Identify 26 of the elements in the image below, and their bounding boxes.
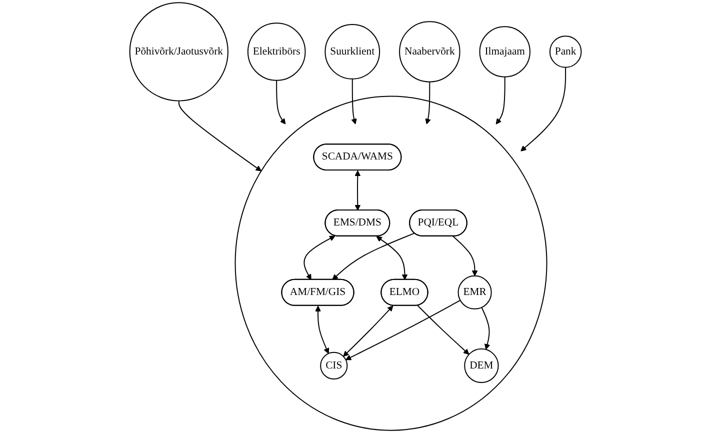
cluster bbox=[234, 96, 548, 431]
node-circle: DEM bbox=[464, 348, 499, 384]
arrow bbox=[417, 304, 470, 355]
node-circle: Elektribörs bbox=[247, 22, 306, 81]
node-circle: Põhivõrk/Jaotusvõrk bbox=[129, 2, 228, 102]
arrow bbox=[520, 66, 566, 152]
arrow bbox=[332, 232, 415, 280]
arrow bbox=[304, 236, 336, 280]
node-circle: EMR bbox=[458, 275, 492, 310]
arrow bbox=[178, 100, 262, 172]
arrow bbox=[276, 80, 286, 124]
arrow bbox=[343, 306, 394, 357]
arrow bbox=[376, 236, 408, 280]
node-circle: Ilmajaam bbox=[479, 26, 530, 78]
node-circle: CIS bbox=[320, 352, 348, 380]
node-circle: Suurklient bbox=[324, 24, 380, 80]
arrow bbox=[496, 76, 506, 124]
node-circle: Pank bbox=[549, 36, 582, 68]
arrow bbox=[346, 300, 461, 360]
node-circle: Naabervõrk bbox=[399, 21, 460, 82]
arrow bbox=[452, 236, 478, 276]
arrow bbox=[354, 170, 361, 211]
arrow bbox=[351, 78, 357, 124]
arrow bbox=[315, 306, 330, 354]
arrow bbox=[481, 306, 490, 350]
arrow bbox=[425, 81, 431, 124]
